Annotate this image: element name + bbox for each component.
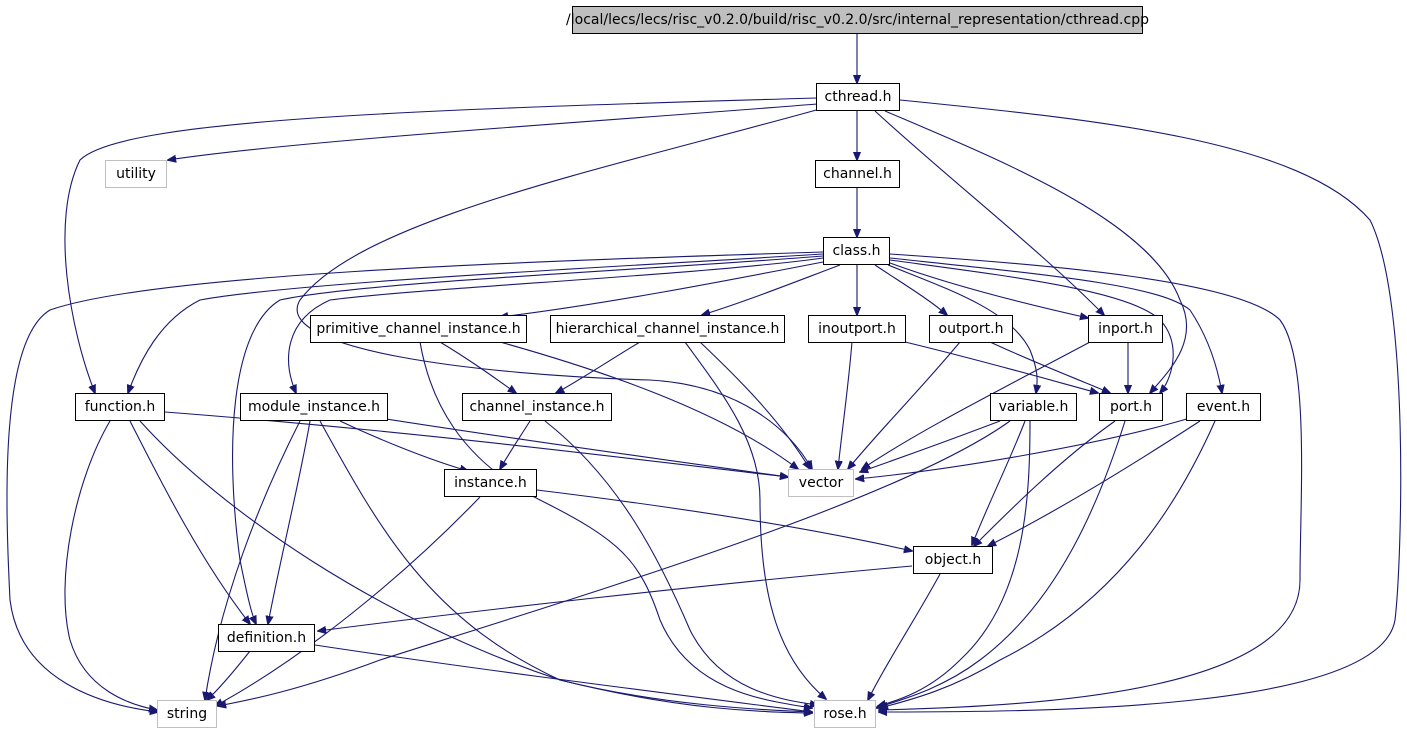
edge-cthread-rose — [879, 99, 1402, 712]
edge-class-inport — [889, 262, 1088, 318]
edge-event-rose — [880, 420, 1216, 708]
edge-class-variable — [887, 264, 1037, 393]
node-channel-h[interactable]: channel.h — [815, 160, 900, 188]
node-channel-instance-h[interactable]: channel_instance.h — [462, 393, 612, 421]
edge-module-rose — [319, 420, 812, 712]
edge-module-vector — [379, 417, 788, 477]
node-variable-h[interactable]: variable.h — [990, 393, 1077, 421]
edge-module-instance — [339, 420, 468, 471]
edge-module-definition — [268, 420, 311, 624]
edge-class-outport — [874, 264, 947, 315]
edge-outport-port — [989, 341, 1110, 393]
edge-primitive-chinst — [439, 341, 516, 393]
edge-variable-object — [972, 420, 1026, 545]
edge-port-object — [974, 420, 1116, 546]
edge-inoutport-port — [904, 341, 1098, 393]
edge-class-primitive — [500, 261, 824, 317]
node-cthread-h[interactable]: cthread.h — [816, 83, 900, 111]
edge-event-object — [988, 420, 1201, 546]
node-function-h[interactable]: function.h — [75, 393, 165, 421]
node-string: string — [157, 700, 217, 728]
node-primitive-channel-instance-h[interactable]: primitive_channel_instance.h — [310, 315, 527, 343]
edge-module-string — [205, 420, 301, 700]
edge-class-rose — [879, 253, 1303, 710]
edge-chinst-instance — [500, 420, 531, 469]
node-vector: vector — [788, 469, 854, 497]
edge-definition-string — [207, 650, 251, 700]
edge-primitive-vector — [499, 341, 798, 469]
edge-variable-rose — [878, 420, 1031, 706]
node-inport-h[interactable]: inport.h — [1088, 315, 1163, 343]
edge-object-definition — [318, 565, 913, 631]
edge-hierarchical-chinst — [556, 341, 641, 393]
node-inoutport-h[interactable]: inoutport.h — [808, 315, 906, 343]
edge-inoutport-vector — [838, 341, 853, 469]
node-hierarchical-channel-instance-h[interactable]: hierarchical_channel_instance.h — [550, 315, 785, 343]
edge-hierarchical-rose — [684, 341, 826, 699]
node-utility: utility — [105, 160, 167, 188]
edge-event-vector — [856, 417, 1191, 479]
node-event-h[interactable]: event.h — [1186, 393, 1261, 421]
edge-chinst-rose — [544, 420, 818, 705]
node-port-h[interactable]: port.h — [1099, 393, 1163, 421]
edge-hierarchical-vector — [699, 341, 810, 469]
node-class-h[interactable]: class.h — [823, 237, 890, 265]
edge-cthread-function — [64, 97, 818, 393]
edge-class-port — [889, 259, 1174, 393]
node-object-h[interactable]: object.h — [913, 546, 993, 574]
node-root-cthread-cpp[interactable]: /local/lecs/lecs/risc_v0.2.0/build/risc_… — [566, 6, 1149, 34]
edge-class-string — [6, 251, 824, 712]
edge-function-vector — [164, 411, 788, 477]
edge-function-definition — [129, 420, 250, 624]
edge-variable-string — [218, 420, 1011, 706]
edge-definition-rose — [314, 644, 812, 712]
edge-class-module — [288, 257, 824, 393]
edge-cthread-port — [884, 110, 1187, 393]
edge-cthread-inport — [874, 110, 1104, 315]
edge-instance-object — [536, 489, 912, 551]
edge-primitive-rose — [419, 341, 812, 708]
node-rose-h: rose.h — [814, 700, 876, 728]
edge-class-definition — [232, 255, 824, 624]
edge-function-rose — [139, 420, 812, 713]
node-instance-h[interactable]: instance.h — [444, 469, 537, 497]
edge-port-rose — [876, 420, 1126, 708]
node-definition-h[interactable]: definition.h — [218, 624, 315, 652]
edges — [6, 34, 1402, 713]
edge-inport-vector — [862, 341, 1091, 469]
edge-variable-vector — [860, 420, 1001, 472]
edge-instance-string — [215, 496, 481, 706]
edge-function-string — [64, 420, 157, 710]
edge-class-hierarchical — [702, 264, 841, 315]
edge-class-function — [128, 253, 824, 393]
edge-cthread-utility — [168, 103, 818, 160]
node-module-instance-h[interactable]: module_instance.h — [240, 393, 388, 421]
edge-class-event — [889, 257, 1222, 393]
edge-outport-vector — [848, 341, 961, 469]
edge-object-rose — [868, 573, 941, 700]
node-outport-h[interactable]: outport.h — [929, 315, 1013, 343]
